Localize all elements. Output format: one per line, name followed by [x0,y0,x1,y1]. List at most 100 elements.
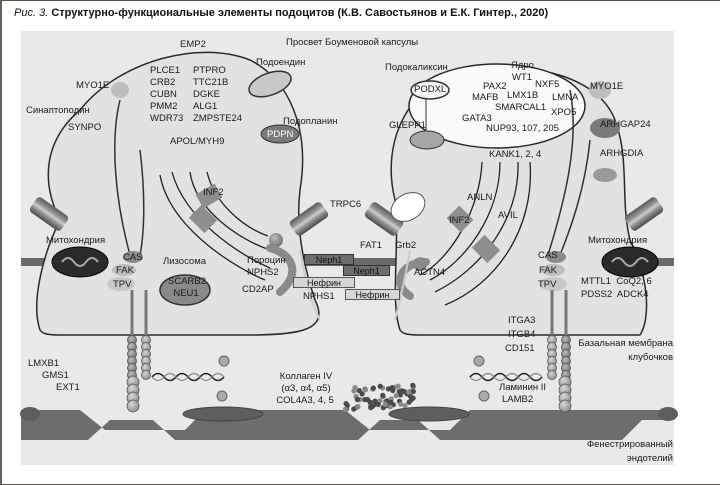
ext1-label: EXT1 [56,383,80,393]
tpv-left-label: TPV [113,280,131,290]
gene-label: TTC21B [193,78,228,88]
collagen-label-line3: COL4A3, 4, 5 [265,396,345,406]
gene-label: LMNA [552,93,578,103]
actn4-label: ACTN4 [414,268,445,278]
endothelial-nucleus [389,407,469,421]
gms1-label: GMS1 [42,371,69,381]
collagen-fiber-dot [410,383,415,388]
gene-label: ALG1 [193,102,217,112]
fat1-label: FAT1 [360,241,382,251]
collagen-fiber-dot [407,400,412,405]
mito-genes-row2: PDSS2 ADCK4 [581,290,649,300]
collagen-fiber-dot [398,402,403,407]
collagen-fiber-dot [376,402,381,407]
integrin-bead [559,400,571,412]
collagen-fiber-dot [408,394,413,399]
nphs2-label: NPHS2 [247,268,279,278]
endothelium-label-line2: эндотелий [627,454,673,464]
collagen-fiber-dot [378,384,383,389]
endothelial-nucleus [20,407,40,421]
neu1-label: NEU1 [168,289,204,299]
cas-left-label: CAS [123,253,143,263]
mito-genes-row1: MTTL1 CoQ2, 6 [581,277,652,287]
gene-label: CRB2 [150,78,175,88]
tpv-right-label: TPV [538,280,556,290]
gene-label: XPO5 [551,108,576,118]
podocalyxin-label: Подокаликсин [385,63,448,73]
collagen-fiber-dot [371,386,376,391]
itga3-label: ITGA3 [508,316,535,326]
endothelial-nucleus [658,407,678,421]
neph1-box-a: Neph1 [304,254,354,265]
gene-label: PTPRO [193,66,226,76]
cd2ap-label: CD2AP [242,285,274,295]
mitochondrion-right [602,247,658,277]
collagen-fiber-dot [360,391,365,396]
endothelium-label-line1: Фенестрированный [587,440,673,450]
emp2-label: EMP2 [180,40,206,50]
collagen-fiber-dot [355,397,360,402]
grb2-label: Grb2 [395,241,416,251]
laminin-helix-right [470,374,542,381]
collagen-fiber-dot [343,407,348,412]
collagen-fiber-dot [355,404,360,409]
nphs1-label: NPHS1 [303,292,335,302]
glepp1-shape [410,131,444,149]
lamb2-label: LAMB2 [502,395,533,405]
lmxb1-label: LMXB1 [28,359,59,369]
gene-label: LMX1B [507,91,538,101]
collagen-fiber-dot [394,393,399,398]
laminin-globule [217,391,227,401]
mitochondrion-left [52,247,108,277]
collagen-fiber-dot [351,388,356,393]
integrin-bead [142,371,151,380]
cas-right-label: CAS [538,251,558,261]
gene-label: ZMPSTE24 [193,114,242,124]
neph1-box-b: Neph1 [343,265,390,276]
kank-label: KANK1, 2, 4 [489,150,541,160]
collagen-fiber-dot [383,402,388,407]
collagen-label-line1: Коллаген IV [270,372,342,382]
arhgap24-label: ARHGAP24 [600,120,651,130]
collagen-iv-network [343,383,416,412]
collagen-fiber-dot [388,400,393,405]
synpo-label: SYNPO [68,123,101,133]
arhgdia-label: ARHGDIA [600,149,643,159]
integrin-bead [127,400,139,412]
collagen-fiber-dot [363,387,368,392]
myo1e-left-shape [111,82,129,98]
gene-label: NUP93, 107, 205 [486,124,559,134]
trpc6-label: TRPC6 [330,200,361,210]
collagen-label-line2: (α3, α4, α5) [270,384,342,394]
collagen-fiber-dot [390,388,395,393]
gene-label: WT1 [512,73,532,83]
cd151-label: CD151 [505,344,535,354]
laminin-label: Ламинин II [499,383,546,393]
gene-label: PLCE1 [150,66,180,76]
gene-label: CUBN [150,90,177,100]
channel-right-outer [623,196,664,233]
lysosome-label: Лизосома [163,257,206,267]
gene-label: NXF5 [535,80,559,90]
scarb2-label: SCARB2 [168,277,204,287]
collagen-fiber-dot [411,389,416,394]
fak-right-label: FAK [539,266,557,276]
endothelium-layer [21,410,674,440]
inf2-left-label: INF2 [203,188,224,198]
laminin-helix-left [152,374,224,381]
laminin-globule [219,356,229,366]
collagen-fiber-dot [380,393,385,398]
gbm-label-line1: Базальная мембрана [578,339,673,349]
podoendin-label: Подоендин [256,58,305,68]
itgb4-label: ITGB4 [508,330,535,340]
myo1e-right-label: MYO1E [590,82,623,92]
laminin-globule [474,356,484,366]
collagen-fiber-dot [397,389,402,394]
anln-label: ANLN [467,193,492,203]
arhgdia-shape [593,168,617,182]
nephrin-box-a: Нефрин [293,277,355,288]
gene-label: SMARCAL1 [495,103,546,113]
fak-left-label: FAK [116,266,134,276]
porocin-label: Пороцин [247,256,286,266]
gene-label: PMM2 [150,102,177,112]
